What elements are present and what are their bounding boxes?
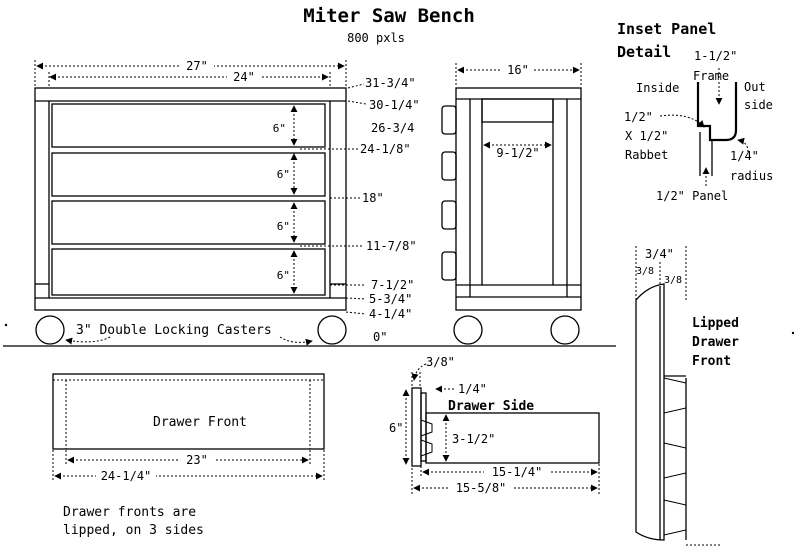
- rabbet-word: Rabbet: [625, 148, 668, 162]
- lipped-title-3: Front: [692, 354, 731, 369]
- drawer-front-inner-width: 23": [186, 453, 208, 467]
- drawer-side-outer-length: 15-5/8": [456, 481, 507, 495]
- drawer-side-lip: 1/4": [458, 382, 487, 396]
- front-view: 27" 24" 6" 6" 6" 6" 31-3/4" 30-1/4" 26-3…: [3, 58, 616, 347]
- height-4-1-4: 4-1/4": [369, 307, 412, 321]
- height-0: 0": [373, 330, 387, 344]
- drawer-side-front-thickness: 3/8": [426, 355, 455, 369]
- drawer-front-outline: [52, 373, 325, 450]
- drawer-front-view: Drawer Front 23" 24-1/4" Drawer fronts a…: [52, 373, 325, 538]
- drawer-side-front-board: [411, 387, 422, 467]
- diagram-subtitle: 800 pxls: [347, 31, 405, 45]
- radius-word: radius: [730, 169, 773, 183]
- height-31-3-4: 31-3/4": [365, 76, 416, 90]
- caster-left: [35, 315, 65, 345]
- inset-out-1: Out: [744, 80, 766, 94]
- height-11-7-8: 11-7/8": [366, 239, 417, 253]
- lipped-title-2: Drawer: [692, 335, 739, 350]
- height-18: 18": [362, 191, 384, 205]
- lipped-thickness: 3/4": [645, 247, 674, 261]
- lipped-front-board: [635, 283, 665, 541]
- inset-title-2: Detail: [617, 43, 671, 61]
- inset-frame-size: 1-1/2": [694, 49, 737, 63]
- casters-label: 3" Double Locking Casters: [76, 323, 272, 338]
- front-width-inner: 24": [233, 70, 255, 84]
- bench-front-outline: [34, 87, 347, 311]
- frame-profile: [696, 82, 738, 142]
- drawer-side-inner-height: 3-1/2": [452, 432, 495, 446]
- drawer-front-label: Drawer Front: [153, 415, 247, 430]
- side-view: 16" 9-1/2": [441, 62, 582, 345]
- drawer-1-height: 6": [273, 122, 286, 135]
- inset-out-2: side: [744, 98, 773, 112]
- lipped-left: 3/8: [636, 266, 654, 277]
- drawer-front-outer-width: 24-1/4": [101, 469, 152, 483]
- drawer-3: [51, 200, 326, 245]
- drawer-3-height: 6": [277, 220, 290, 233]
- inset-frame-word: Frame: [693, 69, 729, 83]
- lipped-title-1: Lipped: [692, 316, 739, 331]
- height-26-3-4: 26-3/4: [371, 121, 414, 135]
- inset-inside: Inside: [636, 81, 679, 95]
- drawer-note-2: lipped, on 3 sides: [63, 523, 204, 538]
- drawer-2-height: 6": [277, 168, 290, 181]
- side-inner-width: 9-1/2": [496, 146, 539, 160]
- drawer-1: [51, 103, 326, 148]
- inset-panel-detail: Inset Panel Detail 1-1/2" Frame Inside O…: [617, 20, 773, 203]
- drawer-2: [51, 152, 326, 197]
- radius-size: 1/4": [730, 149, 759, 163]
- height-5-3-4: 5-3/4": [369, 292, 412, 306]
- drawer-side-view: 3/8" 1/4" Drawer Side 6" 3-1/2" 15-1/4" …: [389, 355, 600, 495]
- drawer-4-height: 6": [277, 269, 290, 282]
- caster-side-right: [550, 315, 580, 345]
- rabbet-size: 1/2": [624, 110, 653, 124]
- rabbet-x: X 1/2": [625, 129, 668, 143]
- drawer-side-height: 6": [389, 421, 403, 435]
- panel-label: 1/2" Panel: [656, 189, 728, 203]
- caster-side-left: [453, 315, 483, 345]
- height-7-1-2: 7-1/2": [371, 278, 414, 292]
- lipped-drawer-front-view: 3/4" 3/8 3/8 Lipped Drawer Front: [635, 246, 795, 546]
- inset-title-1: Inset Panel: [617, 20, 716, 38]
- diagram-title: Miter Saw Bench: [303, 5, 475, 27]
- drawer-4: [51, 248, 326, 296]
- side-depth: 16": [507, 63, 529, 77]
- bench-side-outline: [455, 87, 582, 311]
- height-30-1-4: 30-1/4": [369, 98, 420, 112]
- height-24-1-8: 24-1/8": [360, 142, 411, 156]
- drawer-side-board: [425, 412, 600, 464]
- caster-right: [317, 315, 347, 345]
- drawer-side-inner-length: 15-1/4": [492, 465, 543, 479]
- front-width-outer: 27": [186, 59, 208, 73]
- lipped-right: 3/8: [664, 275, 682, 286]
- drawer-side-label: Drawer Side: [448, 399, 534, 414]
- drawer-note-1: Drawer fronts are: [63, 505, 196, 520]
